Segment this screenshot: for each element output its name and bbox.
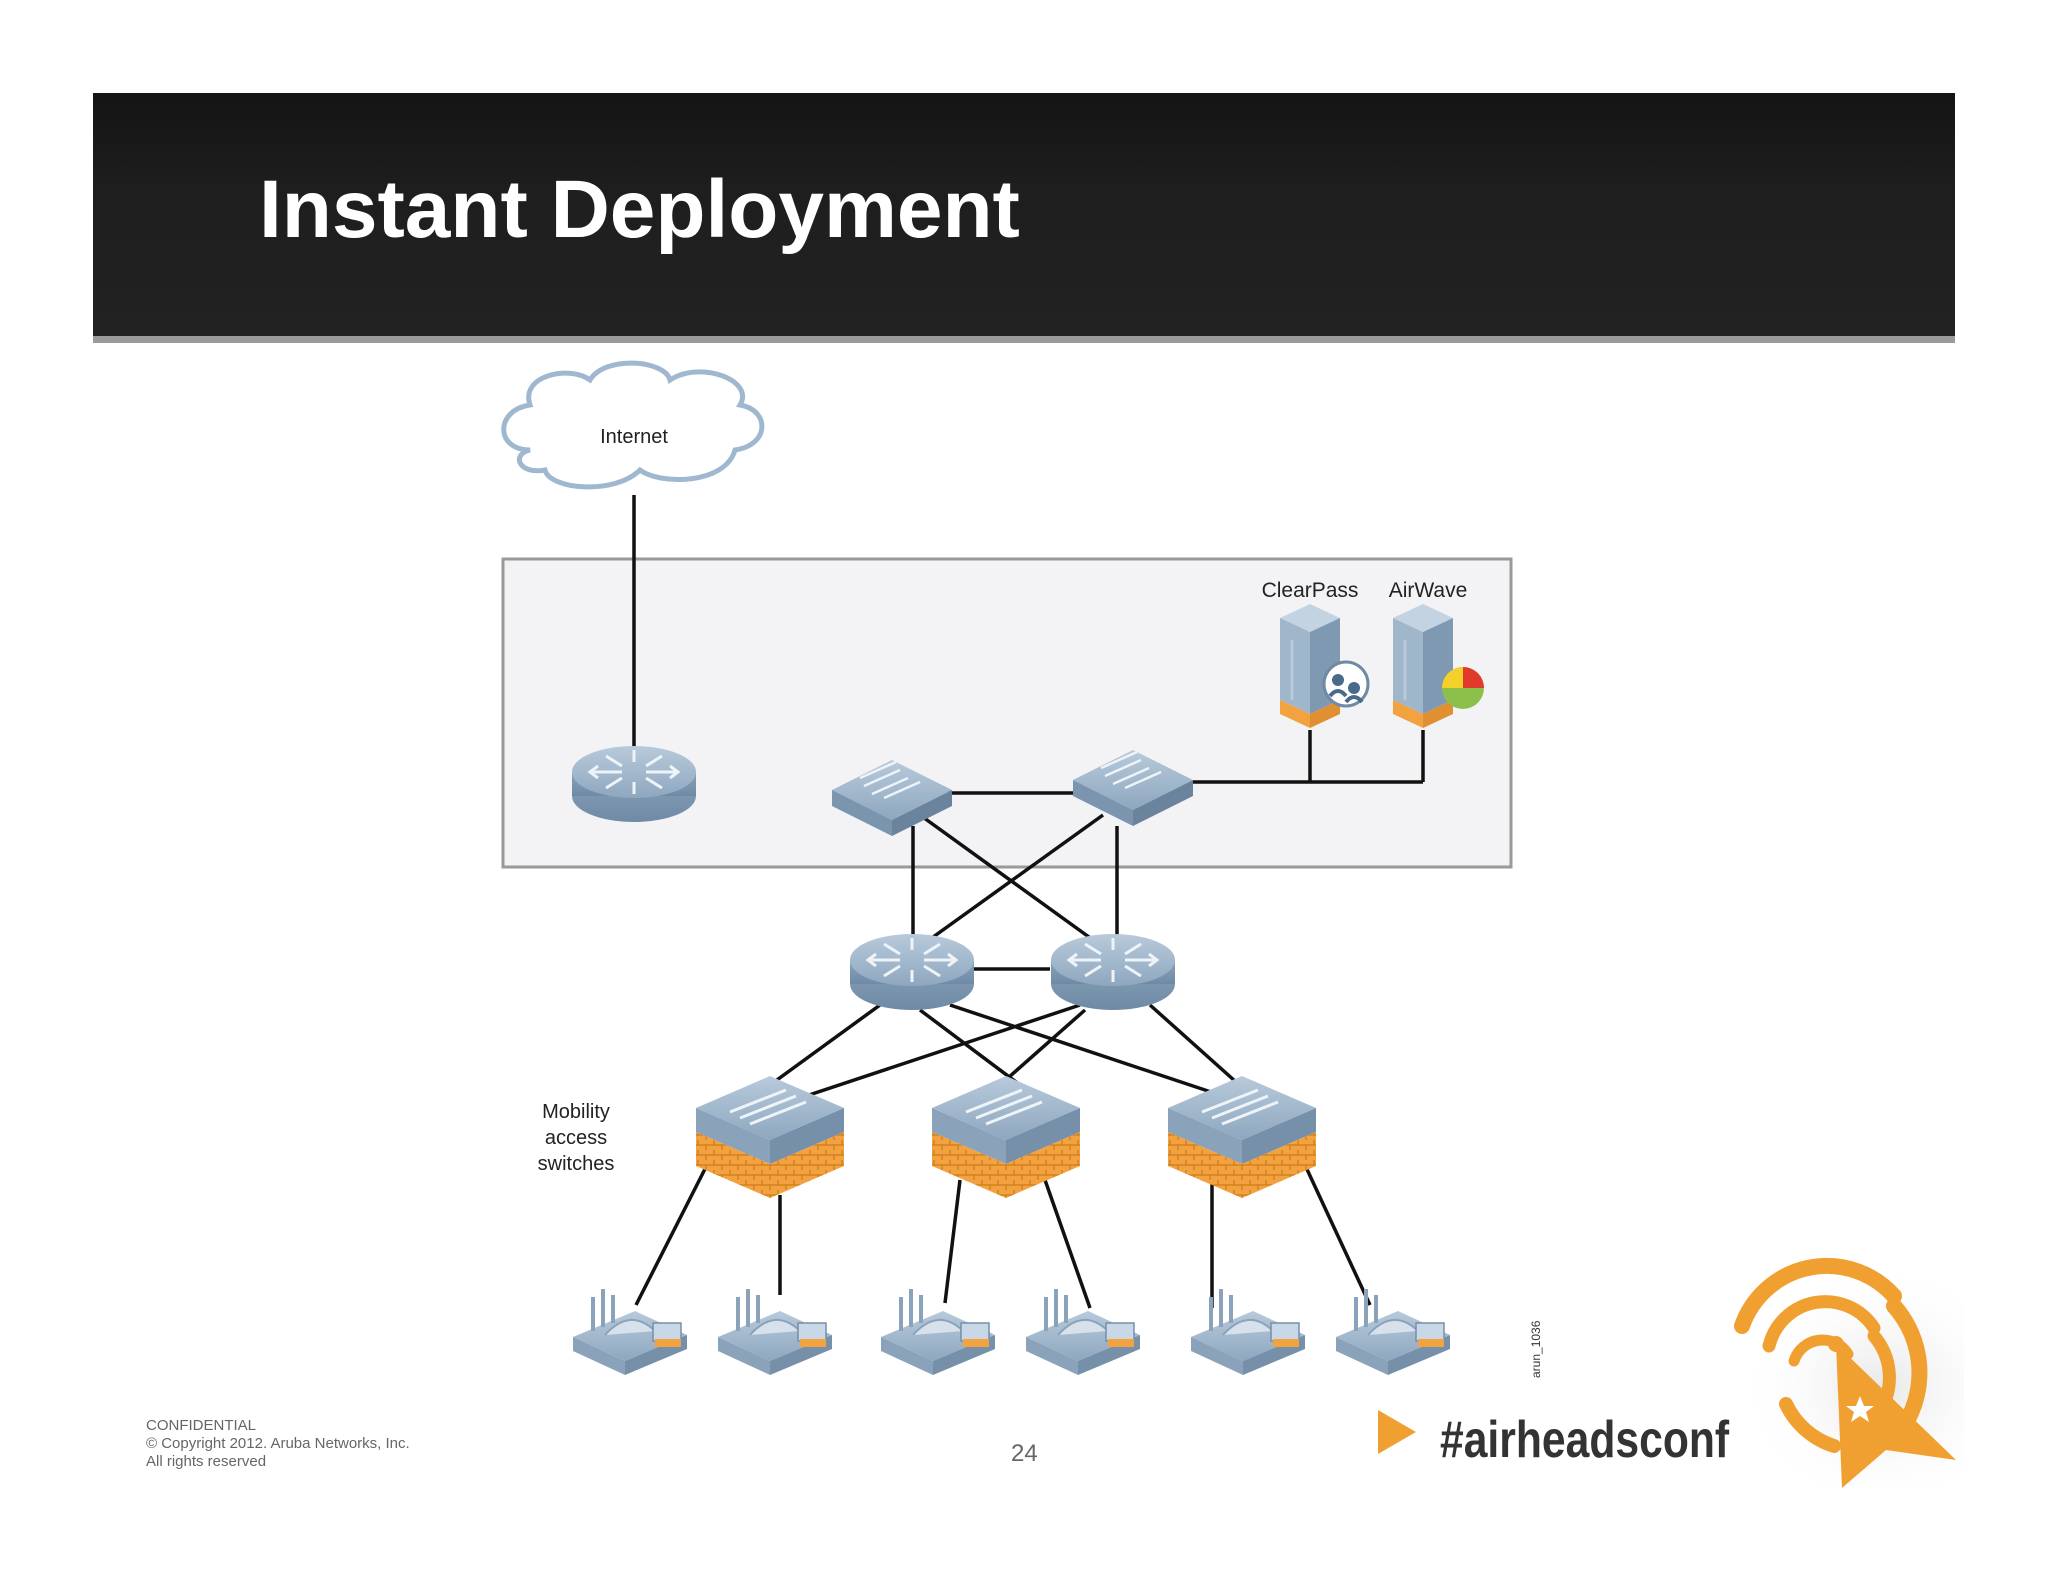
datacenter-region: [501, 557, 1513, 869]
network-links: [632, 495, 1425, 1309]
page-number: 24: [1011, 1440, 1038, 1467]
access-point-4-icon: [1024, 1287, 1142, 1377]
confidential-notice: CONFIDENTIAL © Copyright 2012. Aruba Net…: [146, 1417, 410, 1471]
aggregation-router-2-icon: [1049, 932, 1177, 1012]
mas-label-line-2: access: [545, 1127, 607, 1149]
mas-label-line-1: Mobility: [542, 1101, 610, 1123]
access-point-1-icon: [571, 1287, 689, 1377]
airwave-label: AirWave: [1389, 579, 1468, 602]
footer-line-3: All rights reserved: [146, 1453, 267, 1470]
figure-code: arun_1036: [1529, 1320, 1543, 1378]
edge-router-icon: [570, 744, 698, 824]
airheads-brand: #airheadsconf: [1374, 1236, 1964, 1488]
mas-label-line-3: switches: [538, 1153, 615, 1175]
title-banner: Instant Deployment: [93, 93, 1955, 343]
mobility-access-switch-2-icon: [930, 1074, 1082, 1200]
airwave-server-icon: [1391, 602, 1484, 730]
internet-label: Internet: [600, 426, 668, 448]
clearpass-label: ClearPass: [1262, 579, 1359, 602]
airheads-logo-icon: [1378, 1236, 1964, 1488]
footer-line-2: © Copyright 2012. Aruba Networks, Inc.: [146, 1435, 410, 1452]
clearpass-server-icon: [1278, 602, 1370, 730]
slide-title: Instant Deployment: [259, 164, 1020, 255]
access-point-3-icon: [879, 1287, 997, 1377]
hashtag-text: #airheadsconf: [1440, 1411, 1730, 1469]
access-point-5-icon: [1189, 1287, 1307, 1377]
aggregation-router-1-icon: [848, 932, 976, 1012]
access-point-2-icon: [716, 1287, 834, 1377]
mobility-access-switch-1-icon: [694, 1074, 846, 1200]
footer-line-1: CONFIDENTIAL: [146, 1417, 257, 1434]
internet-cloud-icon: [501, 360, 765, 490]
mobility-access-switch-3-icon: [1166, 1074, 1318, 1200]
